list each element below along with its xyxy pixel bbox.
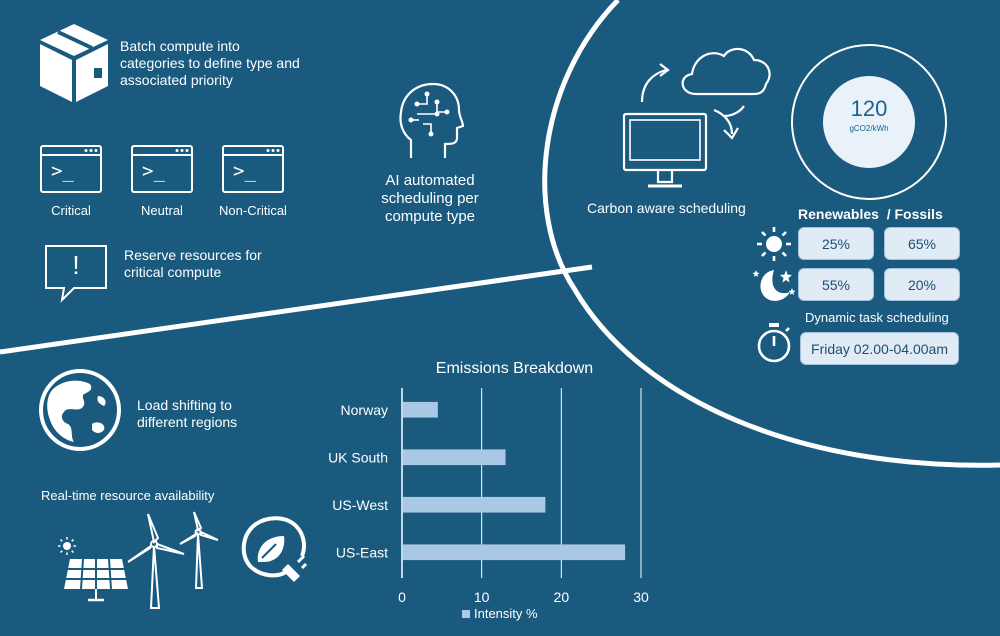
legend-swatch <box>462 609 470 618</box>
terminal-window-icon <box>131 145 193 193</box>
stopwatch-icon <box>757 323 791 363</box>
category-non-critical: >_ Non-Critical <box>219 145 287 218</box>
solar-panel-icon <box>58 537 128 602</box>
category-label: Norway <box>341 402 388 418</box>
terminal-window-icon <box>222 145 284 193</box>
reserve-icon-wrap: ! <box>44 244 108 304</box>
carbon-label: Carbon aware scheduling <box>587 200 746 216</box>
realtime-text: Real-time resource availability <box>41 488 215 503</box>
box-icon <box>40 24 108 102</box>
chart-title: Emissions Breakdown <box>435 360 594 377</box>
moon-stars-icon <box>752 270 796 301</box>
cloud-sync-icon <box>640 47 771 118</box>
x-tick-label: 30 <box>633 589 649 605</box>
bar <box>403 449 506 466</box>
alert-mark: ! <box>72 250 80 280</box>
intensity-value: 120 <box>850 96 888 121</box>
category-neutral: >_ Neutral <box>131 145 193 218</box>
mix-header: Renewables / Fossils <box>798 206 943 222</box>
intensity-gauge: 120 gCO2/kWh <box>791 44 947 200</box>
terminal-prompt: >_ <box>142 160 165 182</box>
reserve-text: Reserve resources for critical compute <box>124 247 262 280</box>
globe-icon <box>39 369 121 451</box>
intensity-inner <box>823 76 915 168</box>
batch-text: Batch compute into categories to define … <box>120 38 300 88</box>
terminal-window-icon <box>40 145 102 193</box>
intensity-unit: gCO2/kWh <box>849 124 889 133</box>
monitor-icon <box>622 108 739 188</box>
category-critical: >_ Critical <box>40 145 102 218</box>
category-label: Non-Critical <box>219 203 287 218</box>
bar <box>403 496 546 513</box>
ai-text: AI automated scheduling per compute type <box>381 172 479 225</box>
chart-legend: Intensity % <box>462 606 538 621</box>
dynamic-label: Dynamic task scheduling <box>805 310 949 325</box>
wind-turbine-icon <box>127 511 219 609</box>
category-label: UK South <box>328 449 388 465</box>
schedule-window: Friday 02.00-04.00am <box>800 332 959 365</box>
bar <box>403 544 626 561</box>
category-label: US-West <box>332 497 388 513</box>
load-text: Load shifting to different regions <box>137 397 238 430</box>
day-fossils: 65% <box>884 227 960 260</box>
terminal-prompt: >_ <box>51 160 74 182</box>
category-label: Neutral <box>141 203 183 218</box>
sun-icon <box>757 227 791 261</box>
eco-plug-icon <box>241 516 308 582</box>
alert-speech-icon <box>45 245 107 303</box>
night-renewables: 55% <box>798 268 874 301</box>
bar <box>403 401 438 418</box>
category-label: Critical <box>51 203 91 218</box>
category-label: US-East <box>336 544 388 560</box>
day-renewables: 25% <box>798 227 874 260</box>
x-tick-label: 20 <box>554 589 570 605</box>
terminal-prompt: >_ <box>233 160 256 182</box>
night-fossils: 20% <box>884 268 960 301</box>
legend-label: Intensity % <box>474 606 538 621</box>
x-tick-label: 10 <box>474 589 490 605</box>
x-tick-label: 0 <box>398 589 406 605</box>
ai-head-icon <box>399 82 465 158</box>
